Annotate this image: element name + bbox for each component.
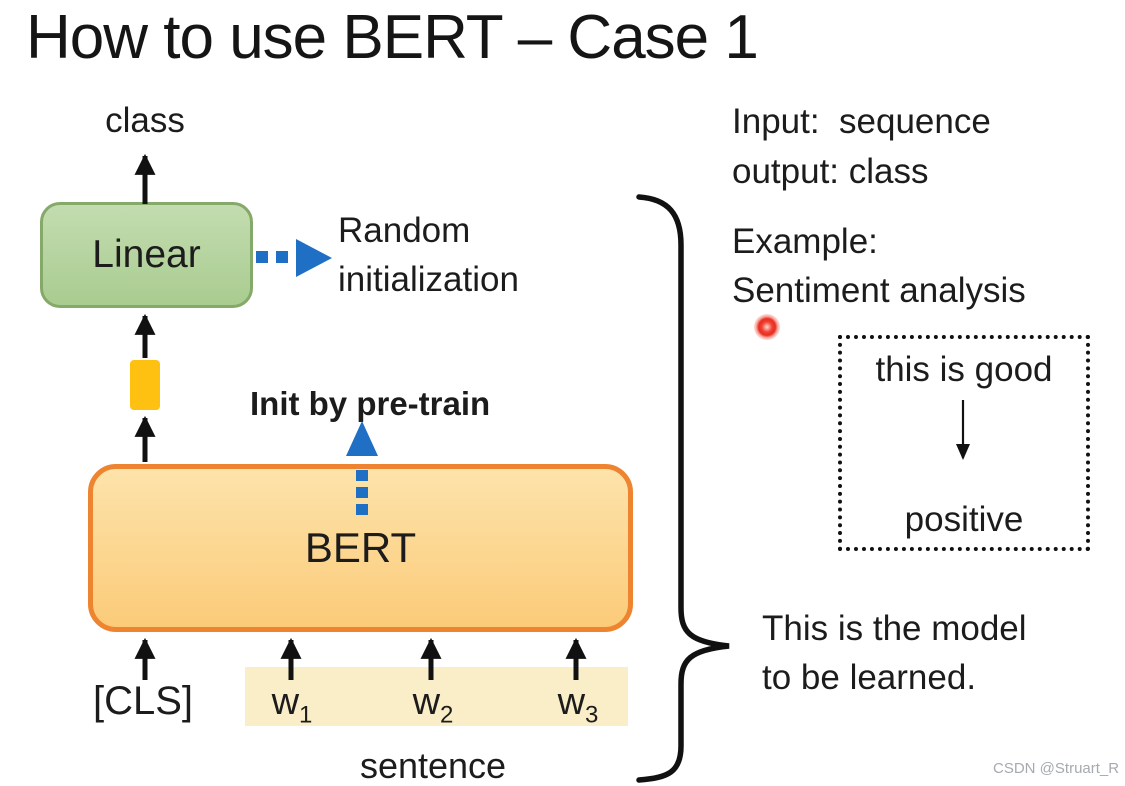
token-w1: w1 [247,681,337,727]
sentiment-example-box [838,335,1090,551]
token-w1-subscript: 1 [299,701,313,729]
io-input-line: Input: sequence [732,102,991,141]
bert-model-label: BERT [304,524,417,571]
example-line1: Example: [732,222,878,261]
example-line2: Sentiment analysis [732,271,1026,310]
token-w2-subscript: 2 [440,701,454,729]
io-output-line: output: class [732,152,929,191]
token-w1-base: w [271,681,300,723]
bert-model-box: BERT [88,464,633,632]
sentence-highlight-rect [245,667,628,726]
token-w3-base: w [557,681,586,723]
watermark-text: CSDN @Struart_R [993,760,1120,777]
init-by-pretrain-label: Init by pre-train [250,385,491,422]
token-w2: w2 [388,681,478,727]
cls-token-label: [CLS] [92,679,194,723]
random-initialization-note: Random initialization [338,206,519,304]
model-learned-note: This is the model to be learned. [762,604,1027,702]
linear-layer-label: Linear [92,233,201,276]
laser-pointer-dot [754,314,780,340]
random-init-dotted-arrow-icon [256,239,332,277]
random-initialization-line1: Random [338,211,471,250]
example-description: Example: Sentiment analysis [732,217,1026,315]
example-output-text: positive [904,500,1024,539]
example-input-text: this is good [875,350,1053,389]
slide-title: How to use BERT – Case 1 [26,3,759,72]
sentence-label: sentence [359,745,507,786]
io-description: Input: sequence output: class [732,97,991,197]
token-w2-base: w [412,681,441,723]
token-w3-subscript: 3 [585,701,599,729]
token-w3: w3 [533,681,623,727]
cls-embedding-rect [130,360,160,410]
model-scope-brace [636,194,730,783]
model-learned-line1: This is the model [762,609,1027,648]
random-initialization-line2: initialization [338,260,519,299]
class-output-label: class [105,101,185,140]
model-learned-line2: to be learned. [762,658,977,697]
linear-layer-box: Linear [40,202,253,308]
